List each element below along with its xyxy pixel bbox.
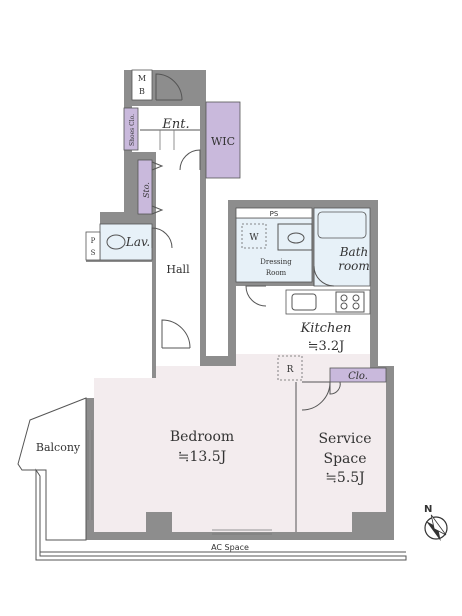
closet: Clo. xyxy=(301,367,387,411)
entry-door xyxy=(155,73,183,101)
service-space-label-1: Service xyxy=(318,431,371,447)
bedroom-area: ≒13.5J xyxy=(178,449,227,465)
balcony-label: Balcony xyxy=(36,441,81,454)
lavatory-label: Lav. xyxy=(125,235,150,249)
bathroom-label-1: Bath xyxy=(339,245,369,259)
wic-label: WIC xyxy=(211,135,235,148)
service-space-area: ≒5.5J xyxy=(325,470,365,486)
hall: Hall xyxy=(161,263,191,349)
bathroom-label-2: room xyxy=(338,259,370,273)
bedroom-area xyxy=(94,378,386,532)
ac-space-label: AC Space xyxy=(211,543,249,552)
lavatory: P S Lav. xyxy=(85,223,173,261)
entrance-label: Ent. xyxy=(161,117,189,132)
wet-area: PS W Dressing Room Bath room xyxy=(235,207,371,307)
refrigerator-label: R xyxy=(287,365,294,375)
kitchen: Kitchen ≒3.2J xyxy=(285,289,371,354)
compass-north-label: N xyxy=(424,504,432,515)
kitchen-label: Kitchen xyxy=(300,321,352,336)
hall-label: Hall xyxy=(166,263,190,276)
ps-left-label-1: P xyxy=(91,237,96,245)
storage: Sto. xyxy=(137,159,164,215)
dressing-room-label-1: Dressing xyxy=(260,258,292,266)
bedroom-label: Bedroom xyxy=(170,429,234,445)
mb-label-2: B xyxy=(139,87,145,96)
mb-label-1: M xyxy=(138,74,146,83)
entrance: Ent. xyxy=(140,108,200,150)
shoes-closet-label: Shoes Clo. xyxy=(129,114,136,146)
dressing-room-label-2: Room xyxy=(266,269,287,277)
service-space-label-2: Space xyxy=(323,451,366,467)
walk-in-closet: WIC xyxy=(179,101,241,179)
ps-left-label-2: S xyxy=(91,249,96,257)
balcony: Balcony AC Space xyxy=(17,397,407,561)
service-space: Service Space ≒5.5J xyxy=(318,431,371,486)
meter-box: M B xyxy=(131,69,153,101)
washer-label: W xyxy=(249,233,259,243)
shoes-closet: Shoes Clo. xyxy=(123,107,139,151)
closet-label: Clo. xyxy=(348,371,368,382)
compass-icon: N xyxy=(424,504,448,542)
refrigerator-space: R xyxy=(277,355,303,381)
bedroom: Bedroom ≒13.5J xyxy=(87,429,272,535)
storage-label: Sto. xyxy=(142,182,151,198)
ps-top-label: PS xyxy=(270,210,279,218)
kitchen-area: ≒3.2J xyxy=(308,339,345,354)
